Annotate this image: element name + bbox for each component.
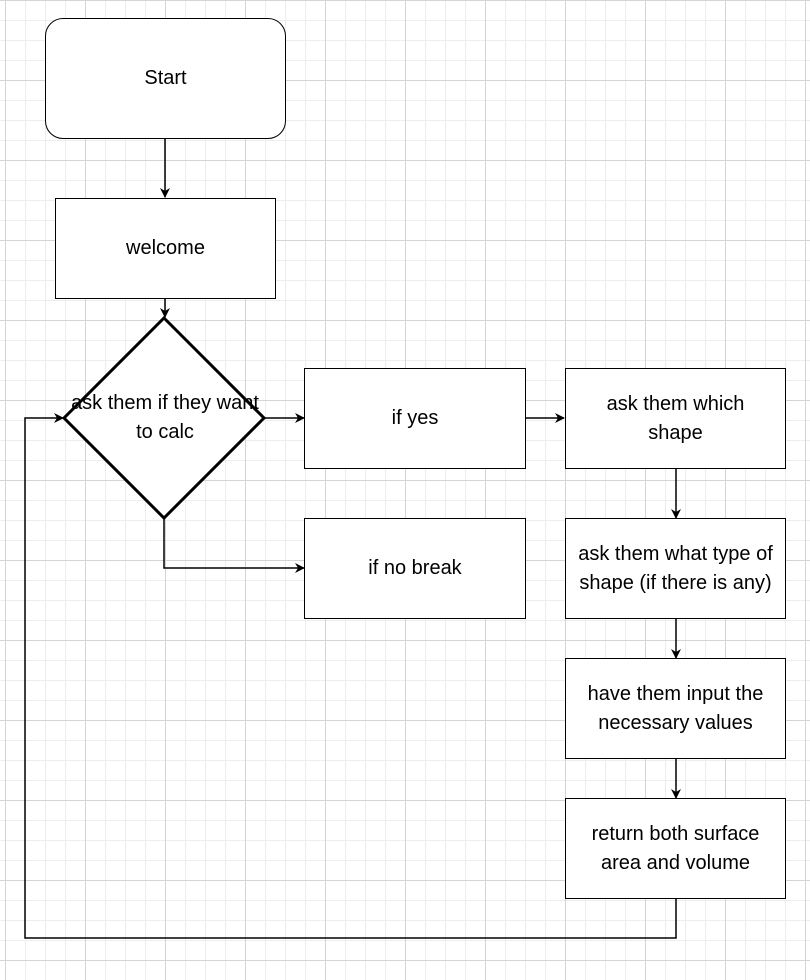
node-if-yes-label: if yes — [391, 407, 439, 429]
node-return-results-label: return both surface area and volume — [591, 822, 760, 874]
edge-return-loop — [24, 413, 677, 939]
node-ask-type-label: ask them what type of shape (if there is… — [578, 542, 773, 594]
node-if-yes[interactable]: if yes — [304, 368, 526, 469]
node-welcome-label: welcome — [126, 237, 205, 259]
node-input-values-label: have them input the necessary values — [587, 682, 764, 734]
node-ask-calc[interactable]: ask them if they want to calc — [70, 378, 260, 458]
node-ask-type[interactable]: ask them what type of shape (if there is… — [565, 518, 786, 619]
node-input-values[interactable]: have them input the necessary values — [565, 658, 786, 759]
node-start[interactable]: Start — [45, 18, 286, 139]
node-ask-calc-label: ask them if they want to calc — [71, 392, 259, 443]
node-if-no-label: if no break — [368, 557, 462, 579]
node-ask-shape[interactable]: ask them which shape — [565, 368, 786, 469]
edge-decision-no — [163, 518, 305, 573]
node-return-results[interactable]: return both surface area and volume — [565, 798, 786, 899]
node-if-no[interactable]: if no break — [304, 518, 526, 619]
node-welcome[interactable]: welcome — [55, 198, 276, 299]
node-ask-shape-label: ask them which shape — [606, 392, 745, 444]
node-start-label: Start — [144, 67, 187, 89]
